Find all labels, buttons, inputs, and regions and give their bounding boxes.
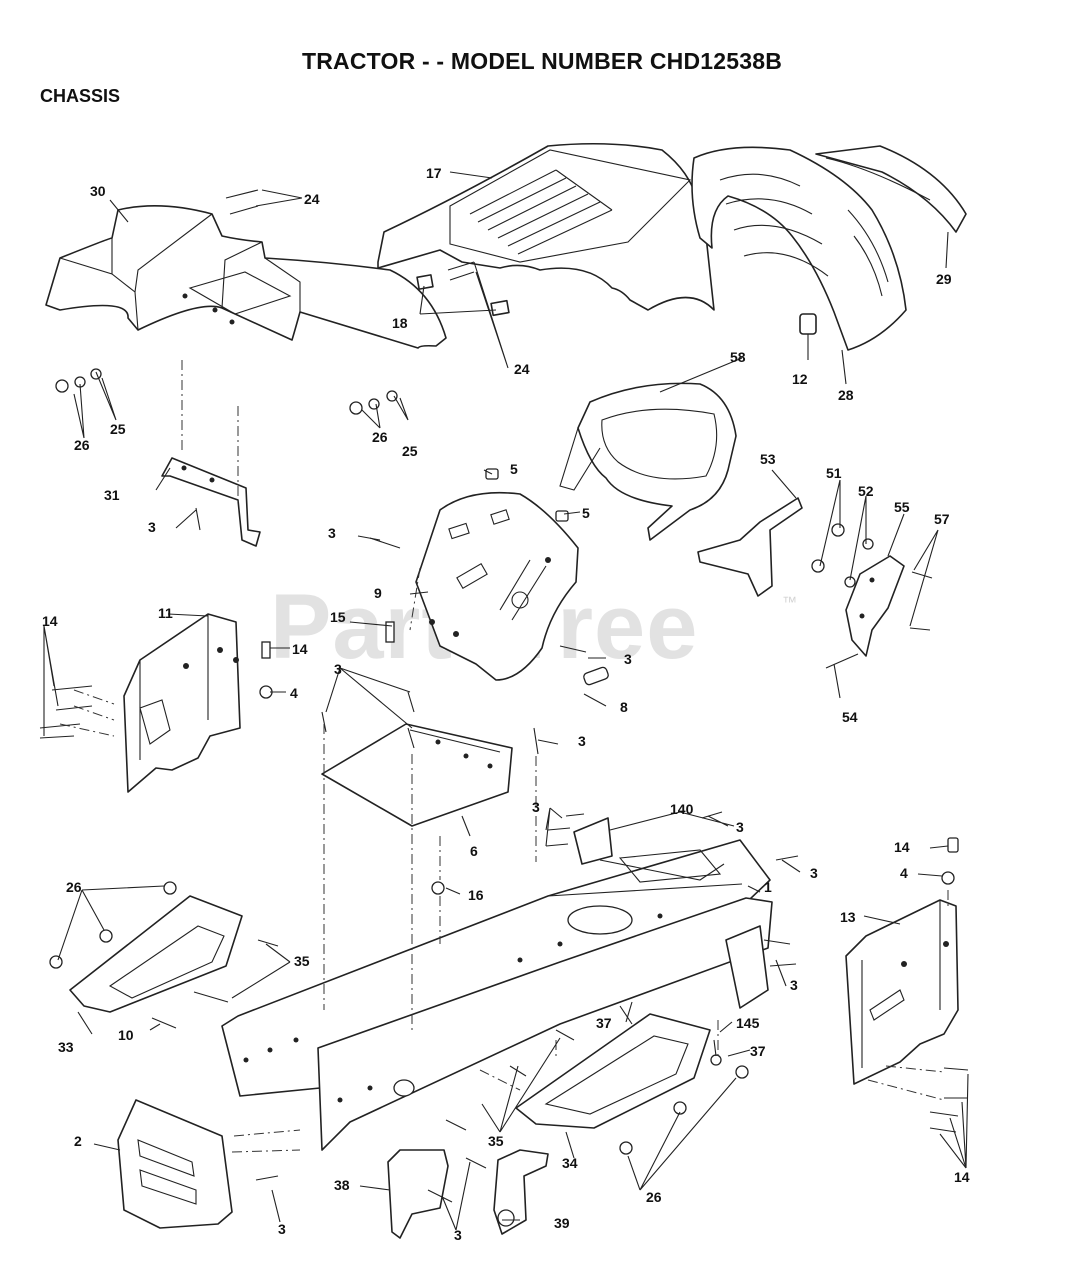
part-front-brackets xyxy=(387,817,769,1239)
part-grille-assembly xyxy=(691,145,967,351)
callout-37: 37 xyxy=(596,1015,612,1031)
callout-57: 57 xyxy=(934,511,950,527)
callout-58: 58 xyxy=(730,349,746,365)
callout-53: 53 xyxy=(760,451,776,467)
part-floor-plate xyxy=(321,723,513,827)
callout-54: 54 xyxy=(842,709,858,725)
callout-3: 3 xyxy=(736,819,744,835)
watermark-trademark: ™ xyxy=(782,594,797,611)
callout-6: 6 xyxy=(470,843,478,859)
callout-51: 51 xyxy=(826,465,842,481)
callout-13: 13 xyxy=(840,909,856,925)
callout-5: 5 xyxy=(582,505,590,521)
part-rear-fender xyxy=(45,205,447,349)
callout-10: 10 xyxy=(118,1027,134,1043)
callout-38: 38 xyxy=(334,1177,350,1193)
part-right-side-panel xyxy=(845,899,959,1085)
part-dash-panel xyxy=(415,491,579,681)
callout-28: 28 xyxy=(838,387,854,403)
callout-4: 4 xyxy=(290,685,298,701)
part-rear-bracket xyxy=(161,457,261,547)
part-left-side-panel xyxy=(123,613,241,793)
section-subtitle: CHASSIS xyxy=(40,86,121,106)
callout-33: 33 xyxy=(58,1039,74,1055)
callout-8: 8 xyxy=(620,699,628,715)
part-main-frame xyxy=(221,839,773,1151)
callout-140: 140 xyxy=(670,801,694,817)
callout-31: 31 xyxy=(104,487,120,503)
callout-14: 14 xyxy=(292,641,308,657)
hardware-fasteners xyxy=(39,189,969,1203)
part-footrests xyxy=(69,895,711,1129)
callout-3: 3 xyxy=(578,733,586,749)
callout-25: 25 xyxy=(402,443,418,459)
callout-26: 26 xyxy=(646,1189,662,1205)
part-hood xyxy=(377,142,715,317)
callout-1: 1 xyxy=(764,879,772,895)
callout-3: 3 xyxy=(454,1227,462,1243)
callout-15: 15 xyxy=(330,609,346,625)
callout-3: 3 xyxy=(334,661,342,677)
callout-25: 25 xyxy=(110,421,126,437)
part-air-shield xyxy=(559,382,737,541)
callout-26: 26 xyxy=(74,437,90,453)
callout-12: 12 xyxy=(792,371,808,387)
callout-11: 11 xyxy=(158,605,173,621)
callout-145: 145 xyxy=(736,1015,760,1031)
callout-17: 17 xyxy=(426,165,442,181)
assembly-guide-lines xyxy=(59,360,949,1153)
callout-35: 35 xyxy=(488,1133,504,1149)
callout-14: 14 xyxy=(954,1169,970,1185)
part-brackets-right xyxy=(697,497,905,657)
callout-leader-lines xyxy=(43,171,969,1231)
callout-14: 14 xyxy=(894,839,910,855)
callout-55: 55 xyxy=(894,499,910,515)
callout-26: 26 xyxy=(66,879,82,895)
callout-29: 29 xyxy=(936,271,952,287)
callout-2: 2 xyxy=(74,1133,82,1149)
callout-18: 18 xyxy=(392,315,408,331)
callout-3: 3 xyxy=(810,865,818,881)
callout-9: 9 xyxy=(374,585,382,601)
callout-4: 4 xyxy=(900,865,908,881)
callout-24: 24 xyxy=(514,361,530,377)
callout-3: 3 xyxy=(790,977,798,993)
callout-3: 3 xyxy=(532,799,540,815)
callout-16: 16 xyxy=(468,887,484,903)
part-rear-plate xyxy=(117,1099,233,1229)
callout-52: 52 xyxy=(858,483,874,499)
callout-34: 34 xyxy=(562,1155,578,1171)
callout-39: 39 xyxy=(554,1215,570,1231)
callout-24: 24 xyxy=(304,191,320,207)
callout-3: 3 xyxy=(148,519,156,535)
callout-30: 30 xyxy=(90,183,106,199)
callout-3: 3 xyxy=(328,525,336,541)
callout-3: 3 xyxy=(624,651,632,667)
diagram-title: TRACTOR - - MODEL NUMBER CHD12538B xyxy=(301,48,783,74)
callout-26: 26 xyxy=(372,429,388,445)
callout-35: 35 xyxy=(294,953,310,969)
callout-5: 5 xyxy=(510,461,518,477)
callout-37: 37 xyxy=(750,1043,766,1059)
callout-14: 14 xyxy=(42,613,58,629)
callout-3: 3 xyxy=(278,1221,286,1237)
callout-labels: 17 30 24 29 18 24 12 28 58 26 25 26 25 5… xyxy=(42,165,970,1243)
